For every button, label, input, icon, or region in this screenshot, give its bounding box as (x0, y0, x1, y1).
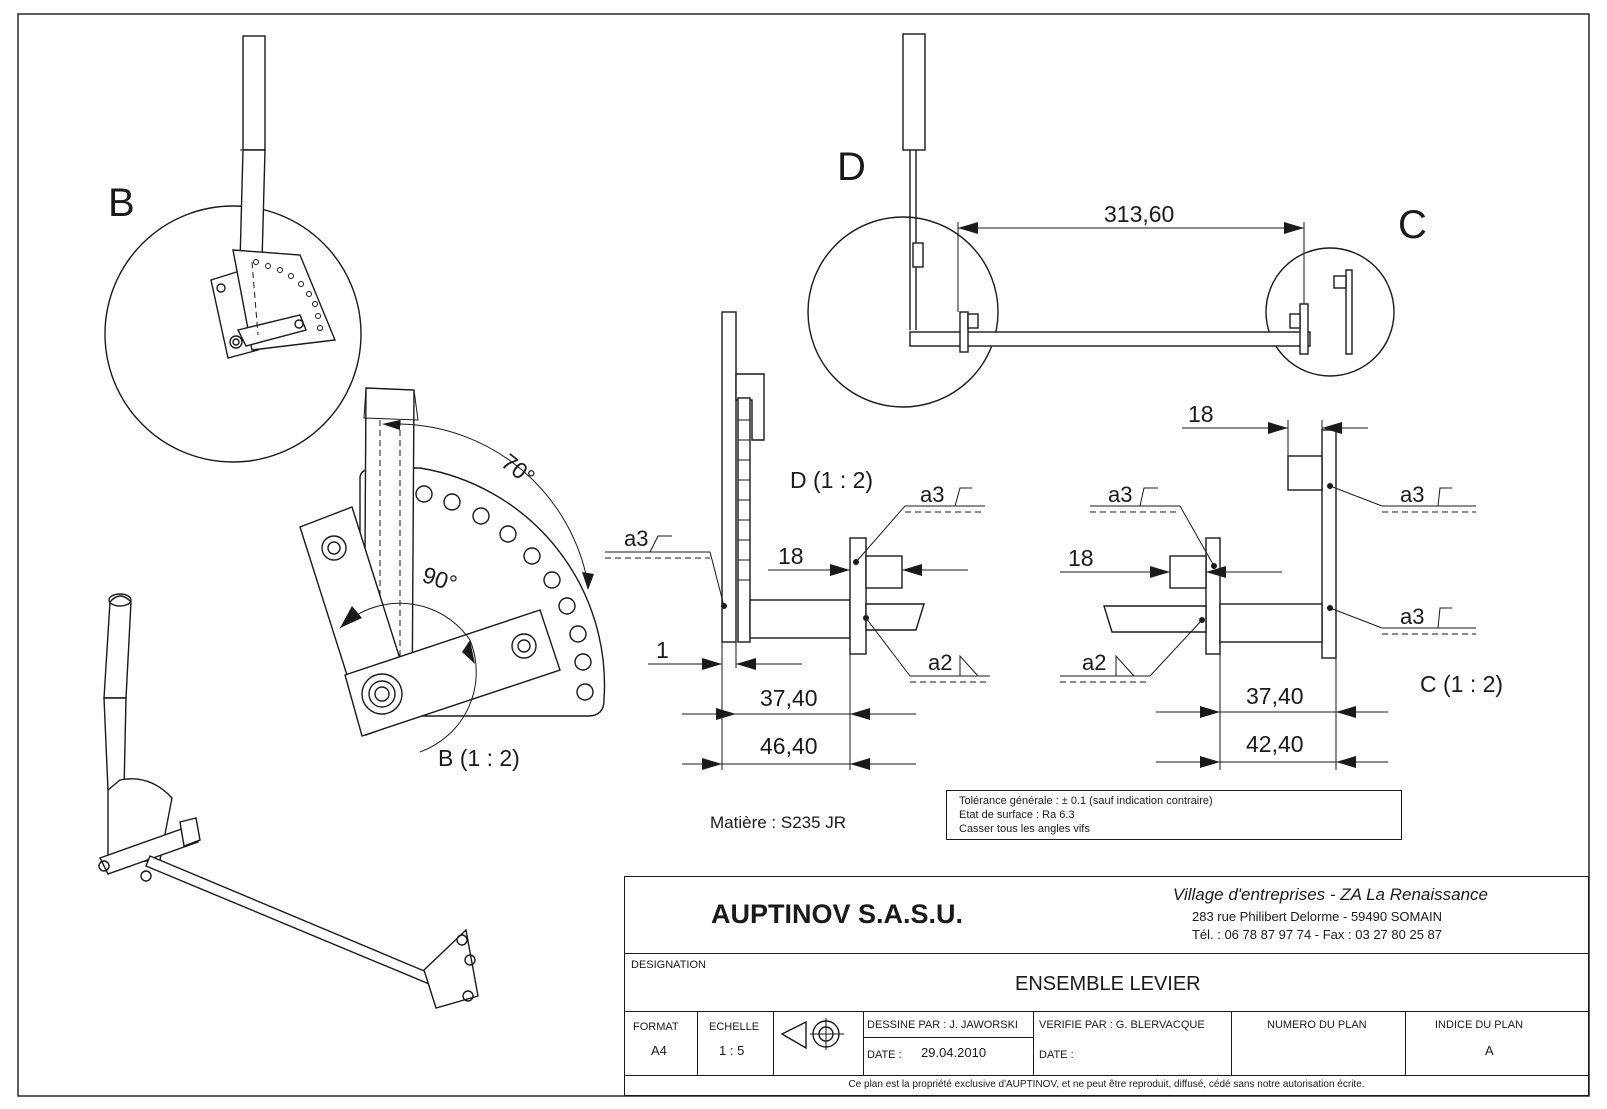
detail-d-drawing (605, 311, 990, 770)
col-divider-6 (1405, 1011, 1406, 1075)
detail-c-drawing (1060, 420, 1476, 770)
designation-label: DESIGNATION (631, 959, 706, 971)
format-label: FORMAT (633, 1021, 679, 1033)
view-d-letter: D (837, 145, 866, 189)
address-line-3: Tél. : 06 78 87 97 74 - Fax : 03 27 80 2… (1191, 927, 1442, 942)
drawn-divider (863, 1037, 1033, 1038)
dim-c-18-side: 18 (1068, 545, 1094, 571)
drawn-by: DESSINE PAR : J. JAWORSKI (867, 1019, 1018, 1031)
weld-c-bottom: a3 (1400, 604, 1424, 629)
row-divider-2 (625, 1011, 1588, 1012)
note-edges: Casser tous les angles vifs (959, 823, 1090, 835)
date-value: 29.04.2010 (921, 1045, 987, 1060)
weld-d-right: a3 (920, 482, 944, 507)
dim-c-42-40: 42,40 (1246, 731, 1304, 757)
scale-label: ECHELLE (709, 1021, 760, 1033)
dim-d-46-40: 46,40 (760, 733, 818, 759)
dim-d-1: 1 (656, 637, 669, 663)
address-line-1: Village d'entreprises - ZA La Renaissanc… (1172, 885, 1488, 904)
detail-b-drawing (299, 387, 606, 753)
plan-index-value: A (1485, 1043, 1494, 1058)
address-line-2: 283 rue Philibert Delorme - 59490 SOMAIN (1191, 909, 1442, 924)
designation-value: ENSEMBLE LEVIER (1015, 973, 1201, 995)
col-divider-4 (1033, 1011, 1034, 1075)
row-divider-3 (625, 1075, 1588, 1076)
view-b-letter: B (108, 181, 135, 225)
col-divider-2 (773, 1011, 774, 1075)
weld-c-a2: a2 (1082, 650, 1106, 675)
col-divider-3 (863, 1011, 864, 1075)
sheet-frame (17, 13, 1590, 1097)
dim-313-60: 313,60 (1104, 201, 1174, 227)
detail-c-scale: C (1 : 2) (1420, 671, 1503, 697)
detail-b-scale: B (1 : 2) (438, 745, 520, 771)
plan-index-label: INDICE DU PLAN (1435, 1019, 1524, 1031)
isometric-view (98, 593, 479, 1009)
ownership-footer: Ce plan est la propriété exclusive d'AUP… (848, 1079, 1365, 1090)
weld-c-left: a3 (1108, 482, 1132, 507)
date-label: DATE : (867, 1049, 902, 1061)
projection-symbol (780, 1018, 844, 1050)
dim-d-37-40: 37,40 (760, 685, 818, 711)
row-divider-1 (625, 953, 1588, 954)
angle-70-label: 70° (497, 448, 540, 490)
note-tolerance: Tolérance générale : ± 0.1 (sauf indicat… (959, 795, 1213, 807)
notes-box: Tolérance générale : ± 0.1 (sauf indicat… (946, 790, 1402, 840)
material-label: Matière : S235 JR (710, 813, 846, 832)
title-block: AUPTINOV S.A.S.U. Village d'entreprises … (624, 876, 1589, 1096)
col-divider-1 (697, 1011, 698, 1075)
dim-d-18: 18 (778, 543, 804, 569)
col-divider-5 (1231, 1011, 1232, 1075)
company-name: AUPTINOV S.A.S.U. (711, 899, 964, 929)
dim-c-37-40: 37,40 (1246, 683, 1304, 709)
view-b-overview (104, 35, 362, 463)
weld-d-a2: a2 (928, 650, 952, 675)
weld-c-top: a3 (1400, 482, 1424, 507)
plan-number-label: NUMERO DU PLAN (1267, 1019, 1367, 1031)
verified-by: VERIFIE PAR : G. BLERVACQUE (1039, 1019, 1205, 1031)
format-value: A4 (651, 1043, 667, 1058)
dim-c-18-top: 18 (1188, 401, 1214, 427)
note-surface: Etat de surface : Ra 6.3 (959, 809, 1075, 821)
top-view (807, 33, 1395, 408)
view-c-letter: C (1398, 203, 1427, 247)
weld-d-left: a3 (624, 526, 648, 551)
detail-d-scale: D (1 : 2) (790, 467, 873, 493)
scale-value: 1 : 5 (719, 1043, 745, 1058)
verified-date-label: DATE : (1039, 1049, 1074, 1061)
